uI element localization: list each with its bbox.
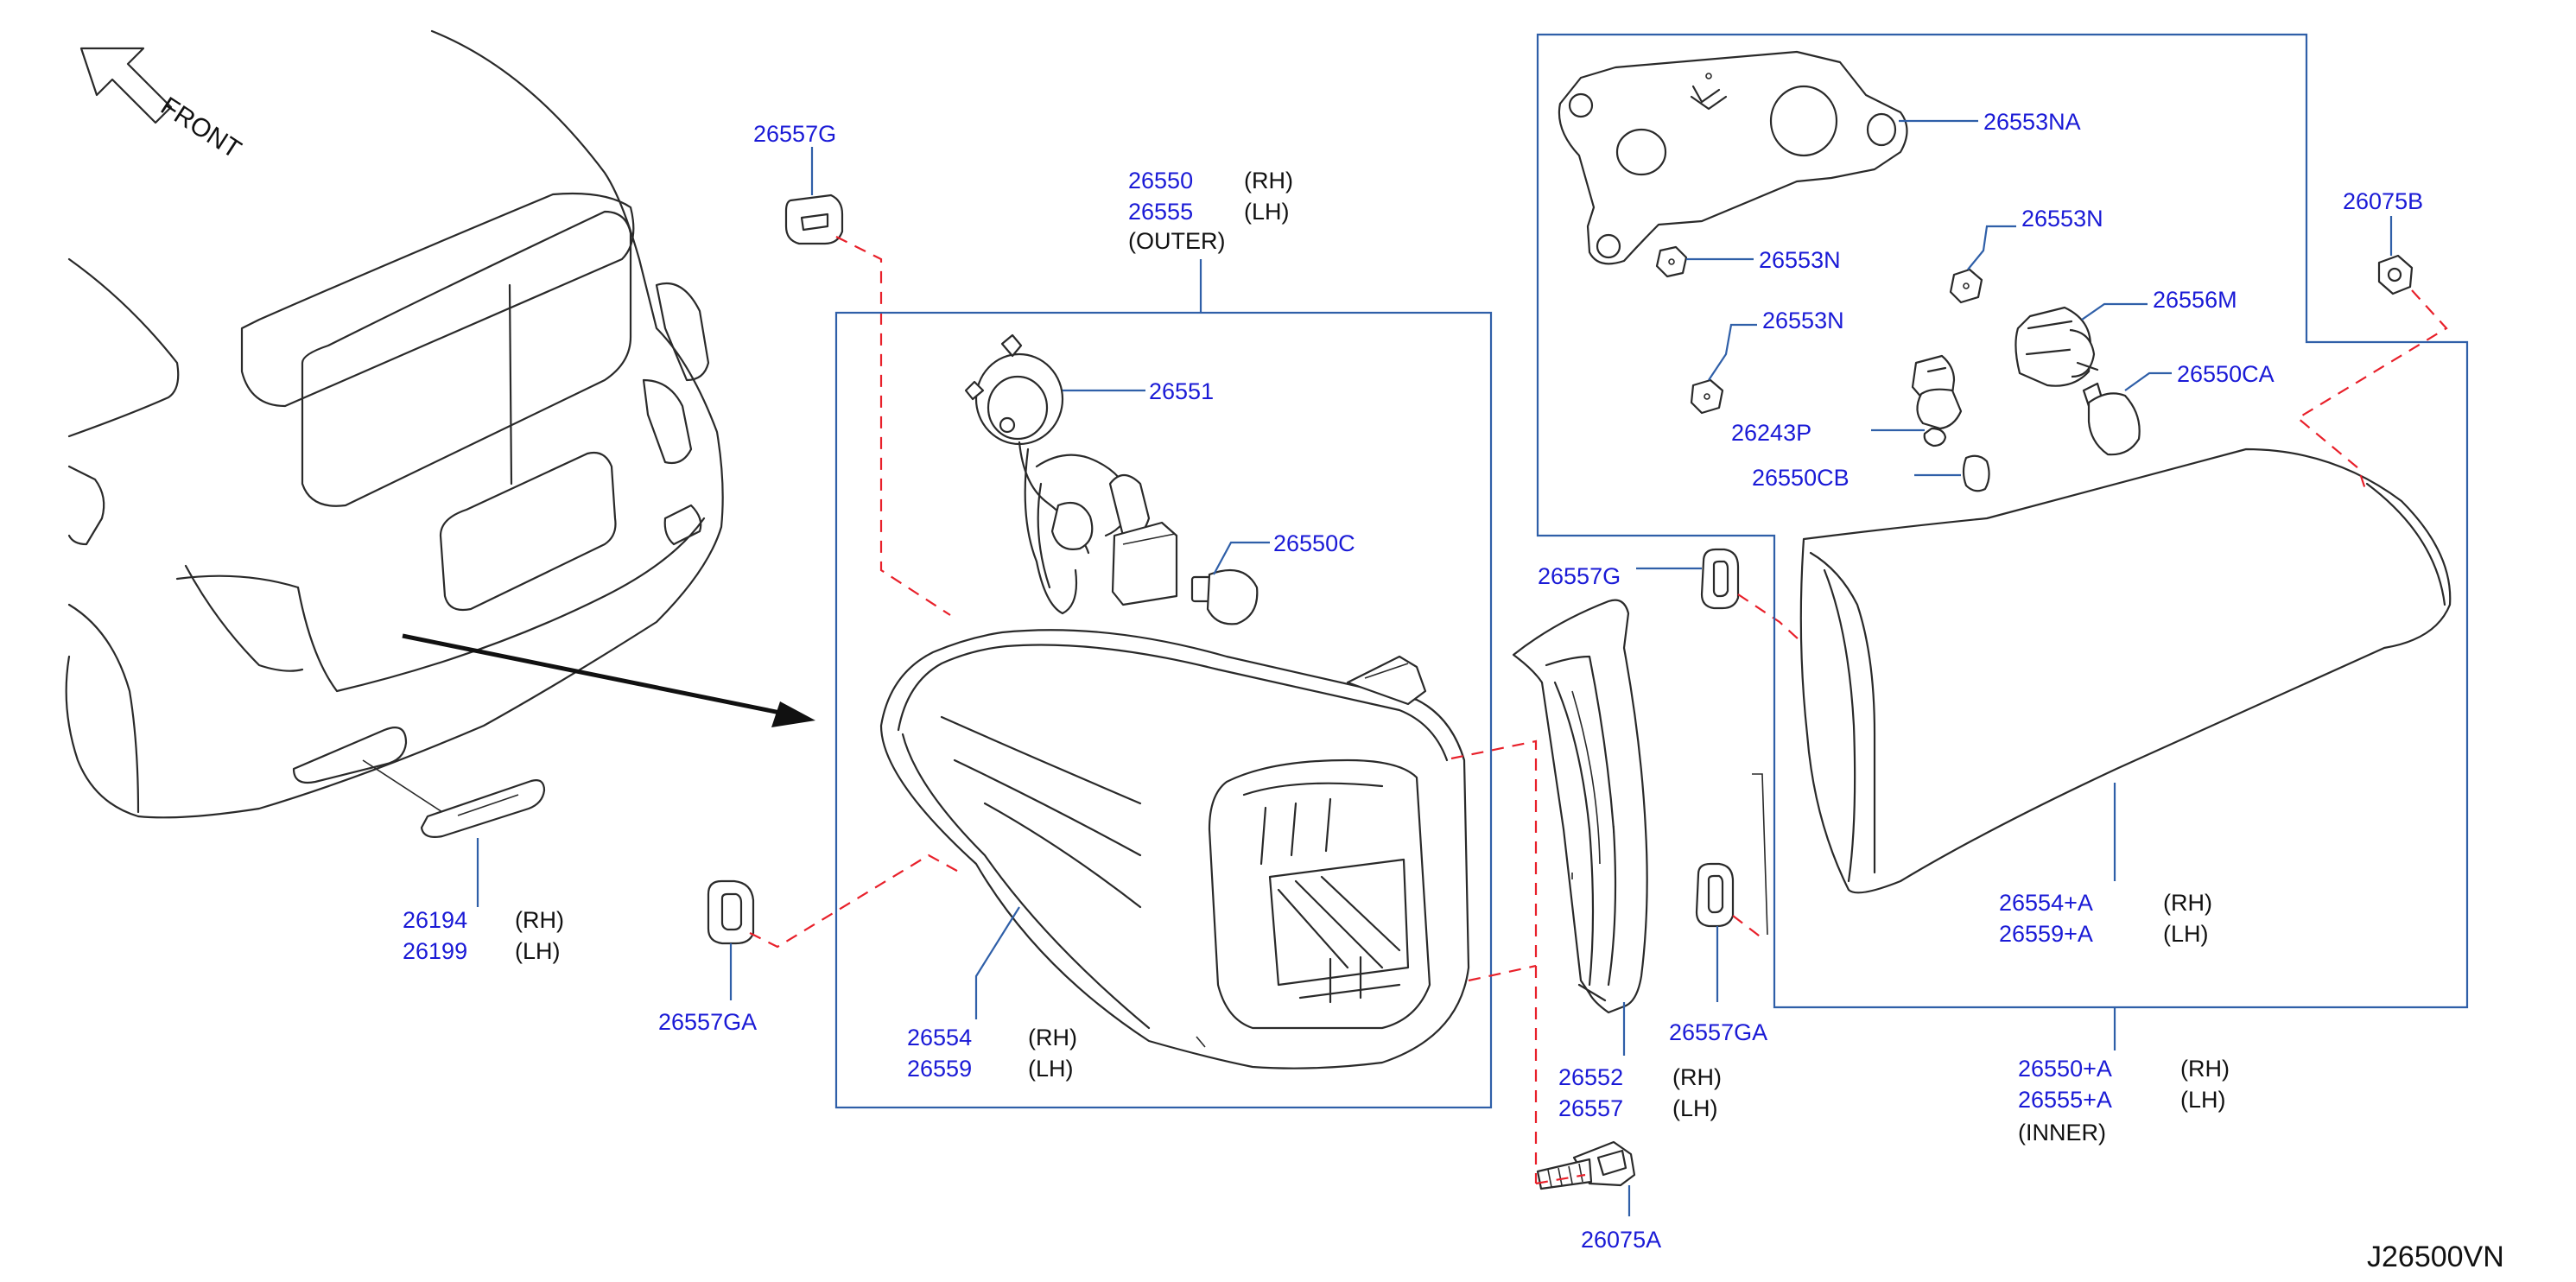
clip-26557GA-left: [707, 879, 755, 945]
bulb-26550C: [1190, 568, 1259, 625]
side-lh-26555: (LH): [1244, 199, 1290, 225]
side-rh-26550A: (RH): [2180, 1056, 2230, 1082]
part-number-26075A: 26075A: [1581, 1227, 1661, 1253]
part-number-26557GA-mid: 26557GA: [1669, 1019, 1767, 1045]
front-label: FRONT: [155, 92, 246, 164]
part-number-26554: 26554: [907, 1025, 972, 1050]
bracket-26553NA: [1558, 50, 1908, 265]
inner-assembly-box: [1536, 33, 2469, 1009]
vehicle-rear-outline: [65, 29, 724, 819]
outer-label: (OUTER): [1128, 228, 1225, 254]
pointer-arrow: [402, 633, 815, 727]
part-number-26557: 26557: [1558, 1095, 1623, 1121]
side-rh-26550: (RH): [1244, 168, 1293, 194]
part-number-26555A: 26555+A: [2018, 1087, 2112, 1113]
outer-lamp-body: [879, 629, 1470, 1069]
front-arrow-icon: [79, 47, 173, 124]
part-number-26550CB: 26550CB: [1752, 465, 1850, 491]
part-number-26552: 26552: [1558, 1064, 1623, 1090]
part-number-26559A: 26559+A: [1999, 921, 2093, 947]
nut-26553N-a: [1655, 245, 1688, 278]
part-number-26194: 26194: [403, 907, 467, 933]
part-number-26555: 26555: [1128, 199, 1193, 225]
side-lh-26557: (LH): [1672, 1095, 1718, 1121]
part-number-26557G-mid: 26557G: [1538, 563, 1621, 589]
part-number-26557G-top: 26557G: [753, 121, 836, 147]
nut-26075B: [2377, 254, 2414, 295]
socket-harness-26551: [964, 333, 1178, 615]
part-number-26550CA: 26550CA: [2177, 361, 2275, 387]
side-lh-26559: (LH): [1028, 1056, 1074, 1082]
diagram-code: J26500VN: [2367, 1241, 2504, 1273]
socket-26243P: [1911, 354, 1963, 447]
part-number-26554A: 26554+A: [1999, 890, 2093, 916]
outer-assembly-box: [834, 311, 1493, 1109]
rear-reflector-part: [362, 759, 546, 838]
side-rh-26554A: (RH): [2163, 890, 2212, 916]
bolt-26075A: [1536, 1140, 1636, 1190]
inner-lamp-body: [1799, 447, 2452, 894]
nut-26553N-c: [1690, 378, 1724, 415]
part-number-26551: 26551: [1149, 378, 1214, 404]
part-number-26550A: 26550+A: [2018, 1056, 2112, 1082]
part-number-26243P: 26243P: [1731, 420, 1811, 446]
side-rh-26552: (RH): [1672, 1064, 1722, 1090]
part-number-26199: 26199: [403, 938, 467, 964]
part-number-26550C: 26550C: [1273, 530, 1355, 556]
clip-26557G-top: [784, 194, 844, 245]
part-number-26553NA: 26553NA: [1983, 109, 2081, 135]
part-number-26553N-c: 26553N: [1762, 308, 1844, 333]
part-number-26559: 26559: [907, 1056, 972, 1082]
bulb-26550CB: [1962, 454, 1990, 492]
part-number-26553N-b: 26553N: [2021, 206, 2103, 232]
part-number-26553N-a: 26553N: [1759, 247, 1841, 273]
nut-26553N-b: [1949, 268, 1983, 304]
side-lh-26559A: (LH): [2163, 921, 2209, 947]
clip-26557G-mid: [1700, 548, 1740, 610]
part-number-26550: 26550: [1128, 168, 1193, 194]
part-number-26556M: 26556M: [2153, 287, 2237, 313]
gasket-26552: [1512, 599, 1648, 1014]
bulb-26550CA: [2082, 382, 2141, 456]
clip-26557GA-mid: [1695, 862, 1735, 928]
side-lh-26199: (LH): [515, 938, 561, 964]
inner-label: (INNER): [2018, 1120, 2106, 1146]
side-lh-26555A: (LH): [2180, 1087, 2226, 1113]
part-number-26075B: 26075B: [2343, 188, 2423, 214]
socket-26556M: [2014, 306, 2099, 387]
side-rh-26554: (RH): [1028, 1025, 1077, 1050]
part-number-26557GA-left: 26557GA: [658, 1009, 757, 1035]
side-rh-26194: (RH): [515, 907, 564, 933]
